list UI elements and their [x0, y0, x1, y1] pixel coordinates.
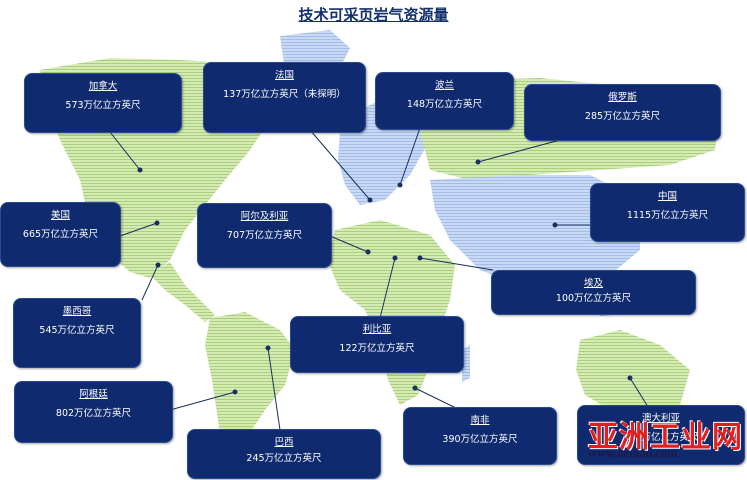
watermark-url: www.oemao.com [588, 446, 678, 460]
africa-shape [328, 220, 455, 405]
info-box-argentina: 阿根廷 802万亿立方英尺 [14, 381, 173, 443]
region-value: 100万亿立方英尺 [555, 293, 632, 304]
marker-mexico [155, 262, 161, 268]
marker-canada [137, 167, 143, 173]
marker-china [552, 222, 558, 228]
region-value: 245万亿立方英尺 [246, 453, 322, 464]
region-name: 利比亚 [362, 324, 392, 335]
region-name: 波兰 [434, 80, 454, 91]
marker-south-africa [412, 385, 418, 391]
region-value: 802万亿立方英尺 [55, 408, 132, 419]
info-box-australia: 澳大利亚 437万亿立方英尺 [577, 405, 745, 465]
central-america-shape [150, 262, 215, 322]
region-name: 法国 [274, 70, 294, 81]
marker-russia [475, 159, 481, 165]
watermark-text: 亚洲工业网 [588, 420, 743, 455]
watermark-logo: 亚洲工业网 www.oemao.com [582, 412, 744, 468]
region-value: 122万亿立方英尺 [339, 343, 415, 354]
info-box-usa: 美国 665万亿立方英尺 [0, 202, 121, 267]
region-name: 埃及 [583, 278, 603, 289]
region-name: 南非 [470, 415, 490, 426]
region-name: 中国 [657, 191, 677, 202]
marker-argentina [232, 389, 238, 395]
info-box-france: 法国 137万亿立方英尺（未探明） [203, 62, 366, 133]
region-value: 665万亿立方英尺 [22, 229, 99, 240]
info-box-egypt: 埃及 100万亿立方英尺 [491, 270, 696, 315]
marker-libya [392, 255, 398, 261]
info-box-russia: 俄罗斯 285万亿立方英尺 [524, 84, 721, 141]
marker-usa [154, 220, 160, 226]
region-name: 阿根廷 [79, 389, 108, 400]
region-value: 1115万亿立方英尺 [626, 210, 709, 221]
region-value: 573万亿立方英尺 [65, 100, 141, 111]
region-name: 巴西 [274, 437, 294, 448]
marker-brazil [265, 345, 271, 351]
marker-australia [627, 375, 633, 381]
region-value: 545万亿立方英尺 [39, 325, 115, 336]
info-box-mexico: 墨西哥 545万亿立方英尺 [13, 298, 141, 368]
asia-shape [430, 175, 640, 290]
marker-algeria [365, 249, 371, 255]
leader-lines [109, 127, 651, 431]
marker-poland [397, 182, 403, 188]
info-box-poland: 波兰 148万亿立方英尺 [375, 72, 514, 130]
location-markers [137, 159, 633, 395]
region-value: 148万亿立方英尺 [406, 99, 483, 110]
region-value: 390万亿立方英尺 [442, 434, 518, 445]
region-name: 美国 [50, 210, 70, 221]
info-box-brazil: 巴西 245万亿立方英尺 [187, 429, 381, 479]
info-box-algeria: 阿尔及利亚 707万亿立方英尺 [197, 203, 332, 268]
region-value: 707万亿立方英尺 [226, 230, 303, 241]
madagascar-shape [462, 345, 470, 382]
region-value: 137万亿立方英尺（未探明） [223, 89, 346, 100]
marker-egypt [417, 255, 423, 261]
info-box-south-africa: 南非 390万亿立方英尺 [403, 407, 557, 465]
region-name: 加拿大 [88, 81, 118, 92]
info-box-libya: 利比亚 122万亿立方英尺 [290, 316, 464, 373]
marker-france [367, 197, 373, 203]
region-name: 澳大利亚 [641, 413, 680, 424]
page-title: 技术可采页岩气资源量 [298, 6, 449, 24]
australia-shape [576, 330, 690, 415]
region-name: 阿尔及利亚 [240, 211, 289, 222]
info-box-canada: 加拿大 573万亿立方英尺 [24, 73, 182, 133]
region-value: 285万亿立方英尺 [584, 111, 661, 122]
region-name: 墨西哥 [62, 306, 92, 317]
region-value: 437万亿立方英尺 [623, 432, 699, 443]
region-name: 俄罗斯 [608, 92, 637, 103]
info-box-china: 中国 1115万亿立方英尺 [590, 183, 745, 242]
south-america-shape [205, 312, 295, 462]
